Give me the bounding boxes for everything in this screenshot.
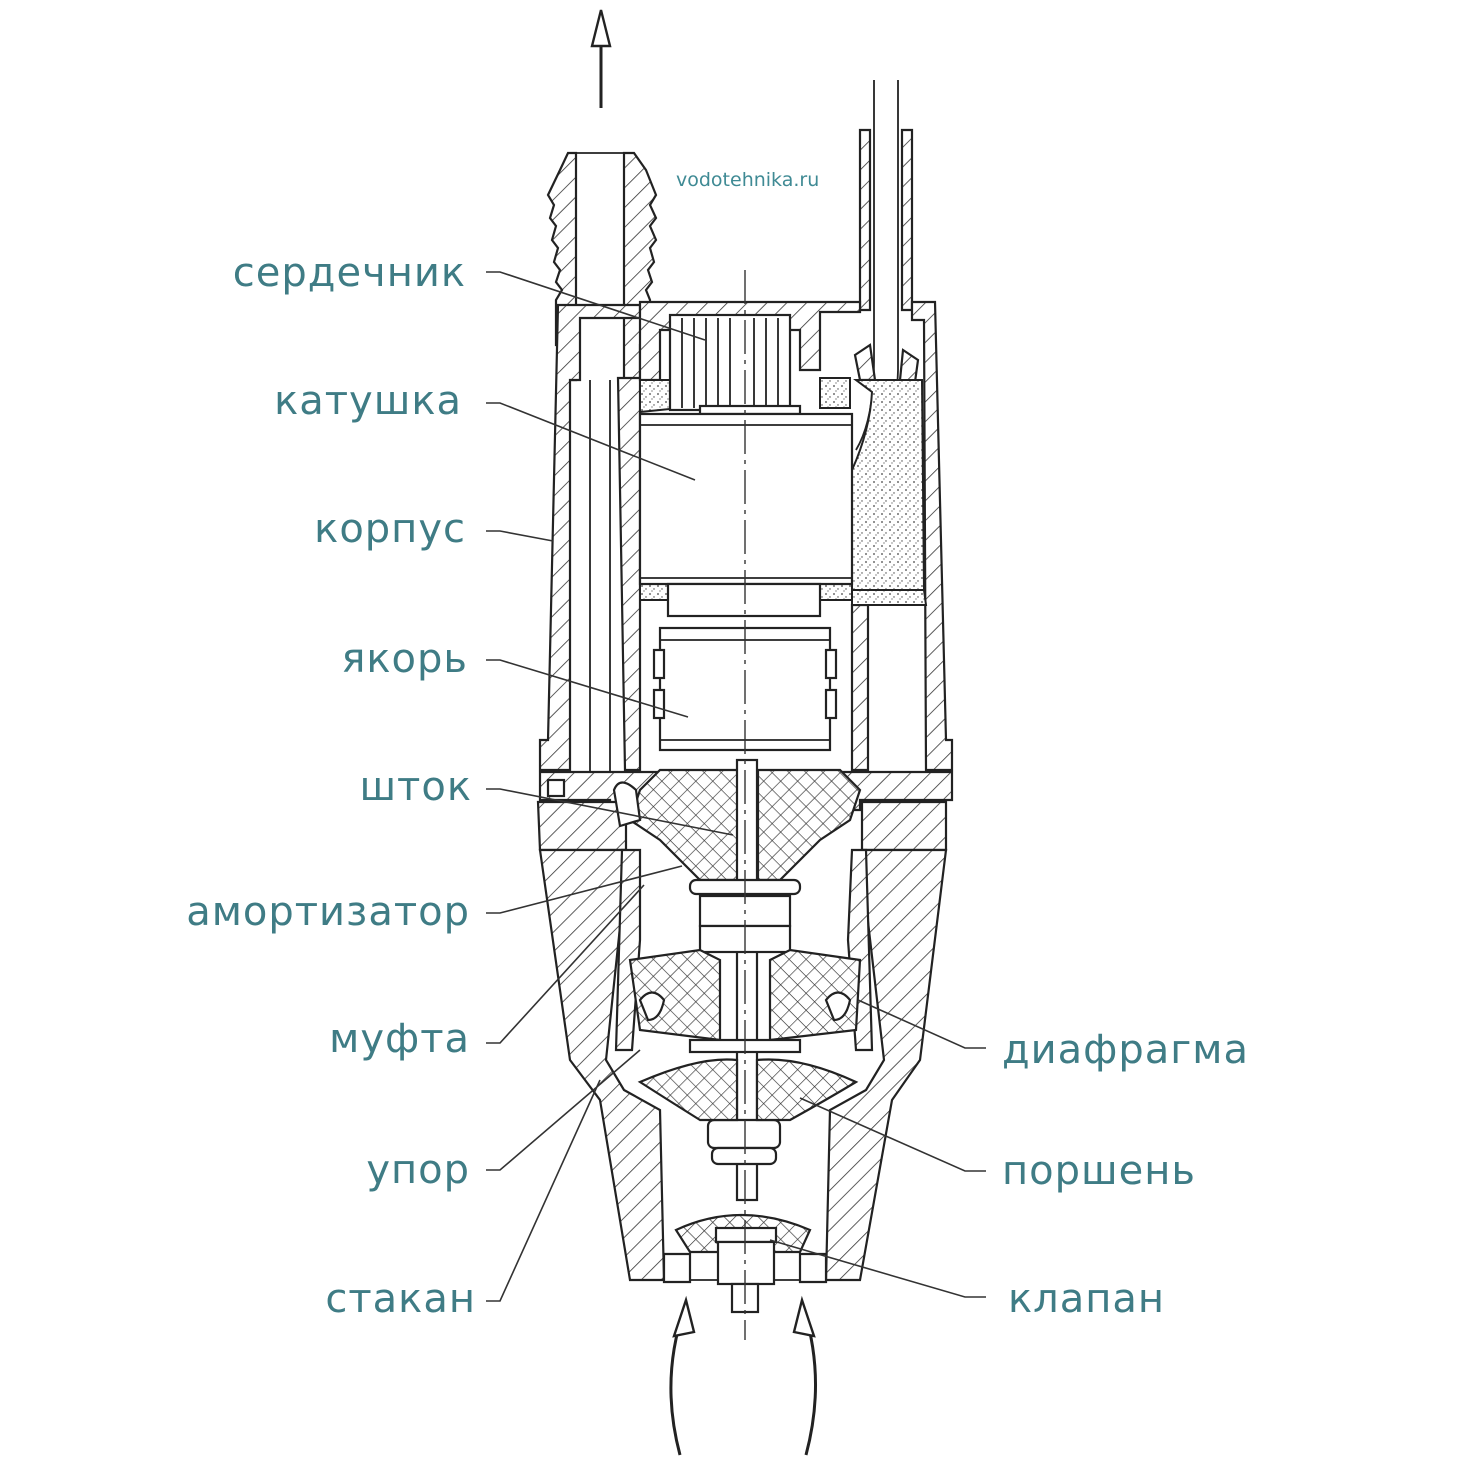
label-diaphragm: диафрагма: [1002, 1027, 1249, 1073]
leader-lines: [486, 271, 986, 1302]
watermark: vodotehnika.ru: [676, 169, 819, 191]
label-core: сердечник: [233, 250, 466, 296]
core: [668, 313, 802, 416]
label-cup: стакан: [325, 1276, 476, 1322]
outlet-arrow-icon: [590, 9, 612, 108]
label-body: корпус: [314, 506, 466, 552]
diaphragm: [628, 948, 862, 1054]
label-coil: катушка: [274, 378, 462, 424]
label-piston: поршень: [1002, 1148, 1196, 1194]
piston: [637, 1058, 859, 1122]
shock-absorber: [612, 768, 862, 882]
label-stop: упор: [366, 1147, 470, 1193]
label-valve: клапан: [1008, 1276, 1165, 1322]
label-coupling: муфта: [329, 1016, 470, 1062]
coil: [638, 412, 854, 618]
label-armature: якорь: [341, 636, 468, 682]
epoxy-fill: [639, 377, 928, 606]
label-rod: шток: [359, 764, 472, 810]
inlet-arrows-icon: [669, 1295, 818, 1456]
label-shock-absorber: амортизатор: [186, 889, 470, 935]
outlet-channel: [589, 380, 611, 820]
power-cable: [853, 80, 920, 463]
